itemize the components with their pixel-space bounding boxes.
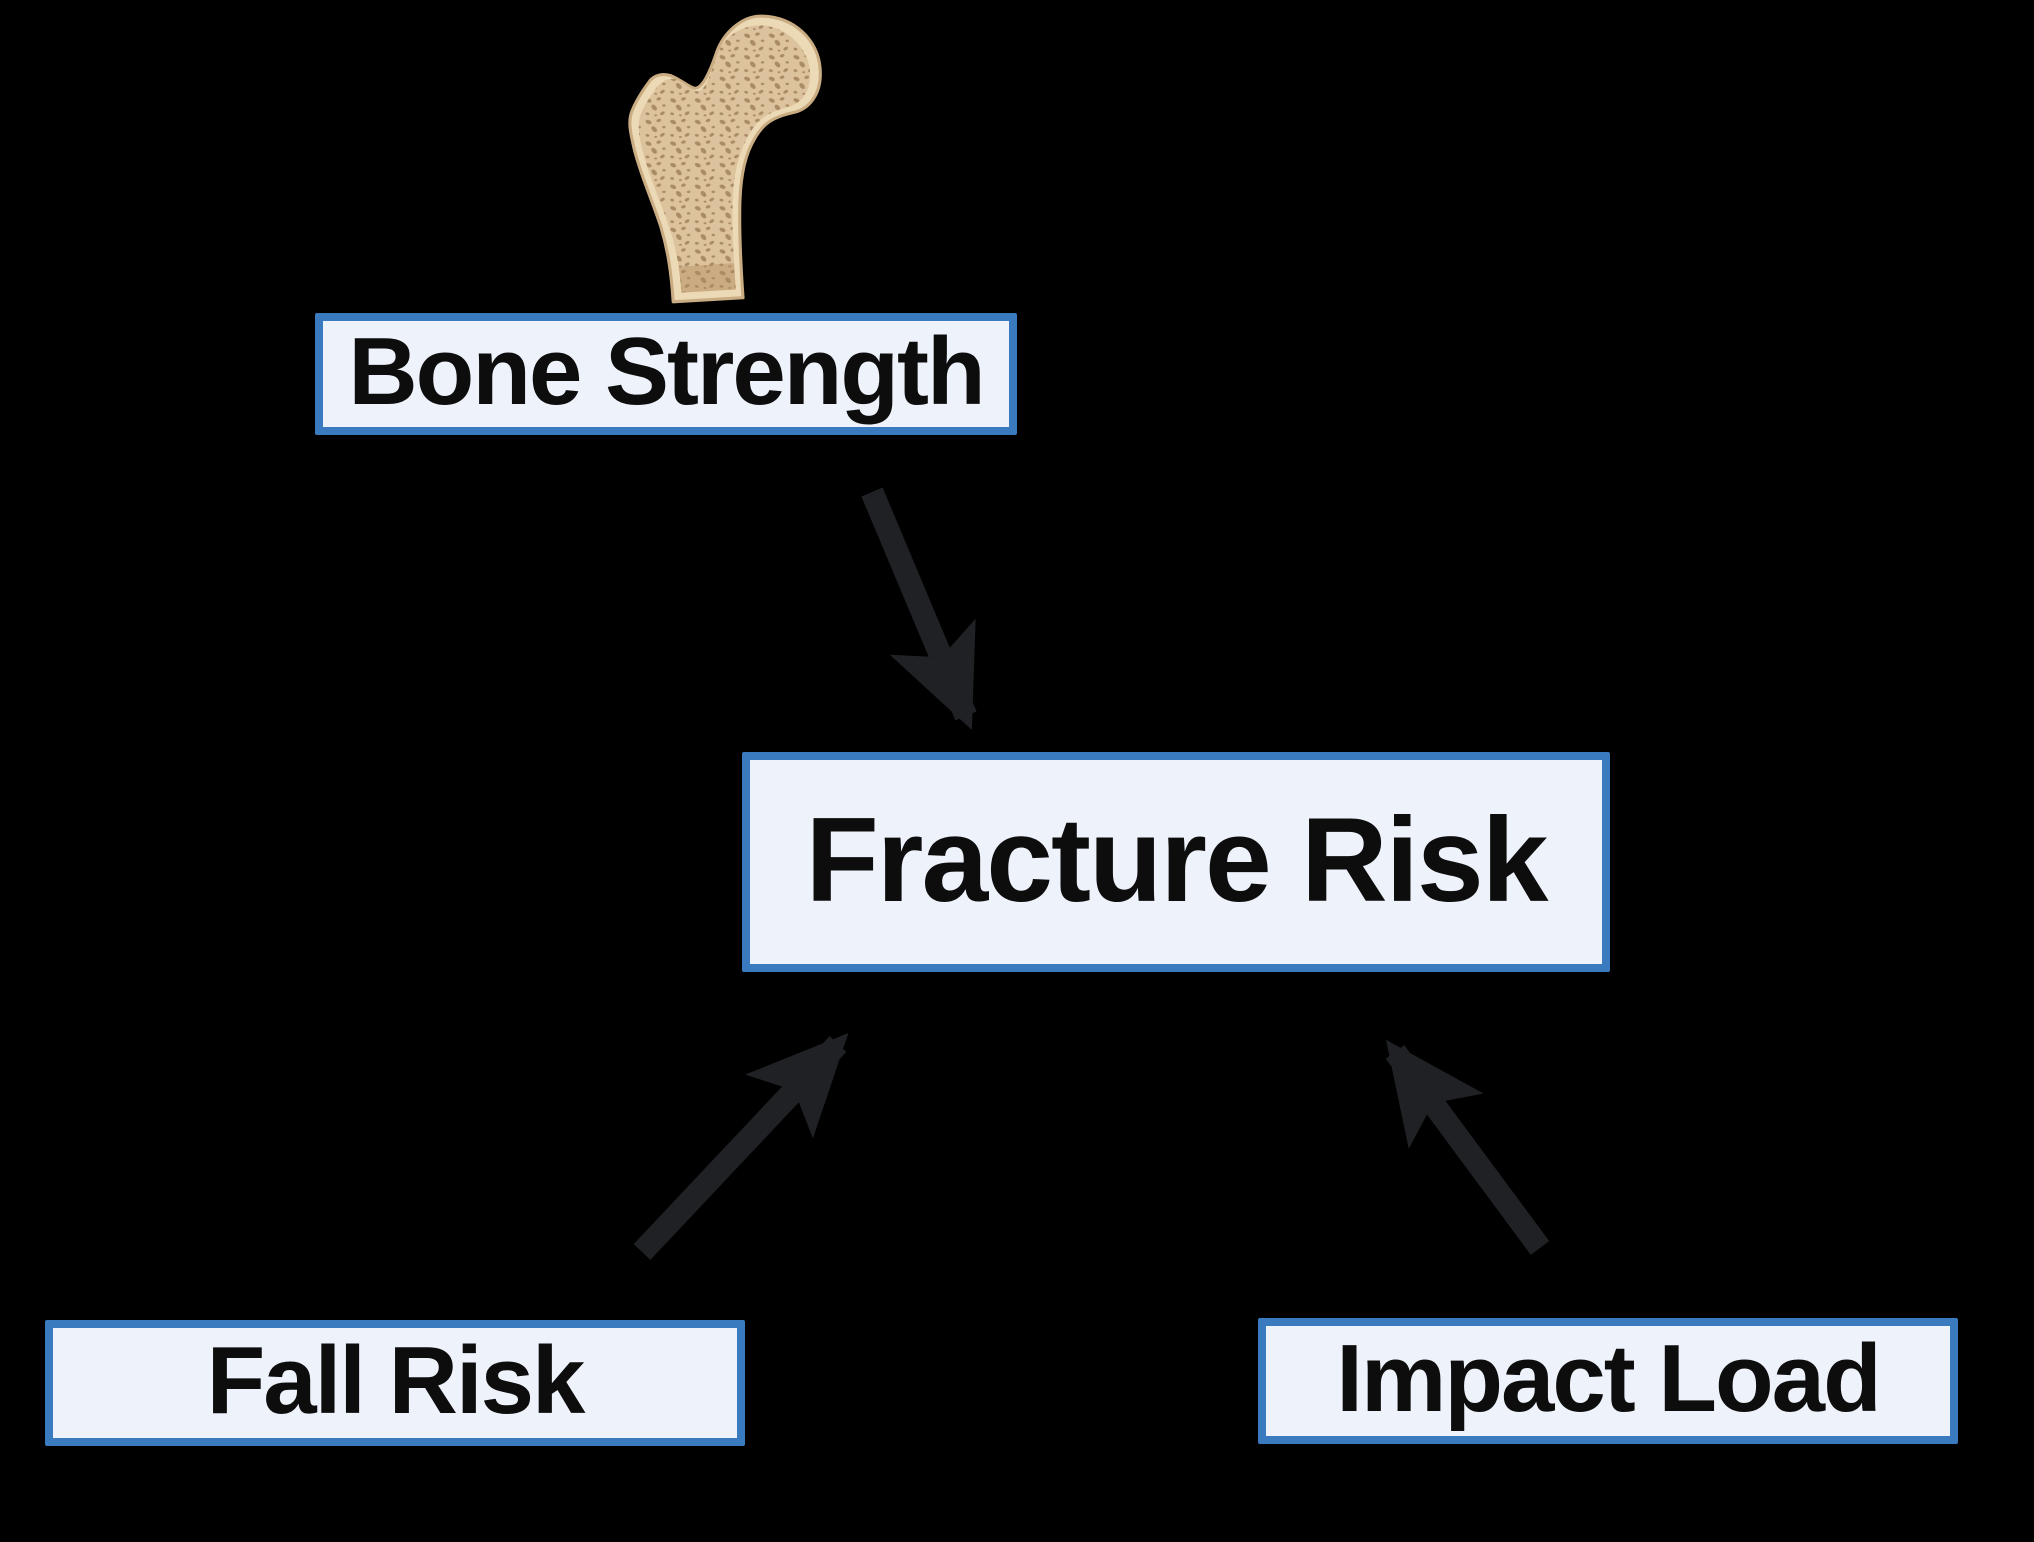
node-fracture-risk-label: Fracture Risk <box>805 793 1549 927</box>
node-impact-load-label: Impact Load <box>1336 1325 1881 1432</box>
node-fracture-risk: Fracture Risk <box>742 752 1610 972</box>
bone-trabecular-region <box>638 25 811 293</box>
node-fall-risk: Fall Risk <box>45 1320 745 1446</box>
edge-fall-risk-to-fracture-risk <box>633 1032 849 1260</box>
node-fall-risk-label: Fall Risk <box>206 1327 586 1434</box>
node-bone-strength: Bone Strength <box>315 313 1017 435</box>
node-bone-strength-label: Bone Strength <box>348 318 985 425</box>
node-impact-load: Impact Load <box>1258 1318 1958 1444</box>
edge-impact-load-to-fracture-risk <box>1385 1039 1550 1255</box>
femur-bone-icon <box>628 14 822 304</box>
edge-bone-strength-to-fracture-risk <box>861 487 977 730</box>
